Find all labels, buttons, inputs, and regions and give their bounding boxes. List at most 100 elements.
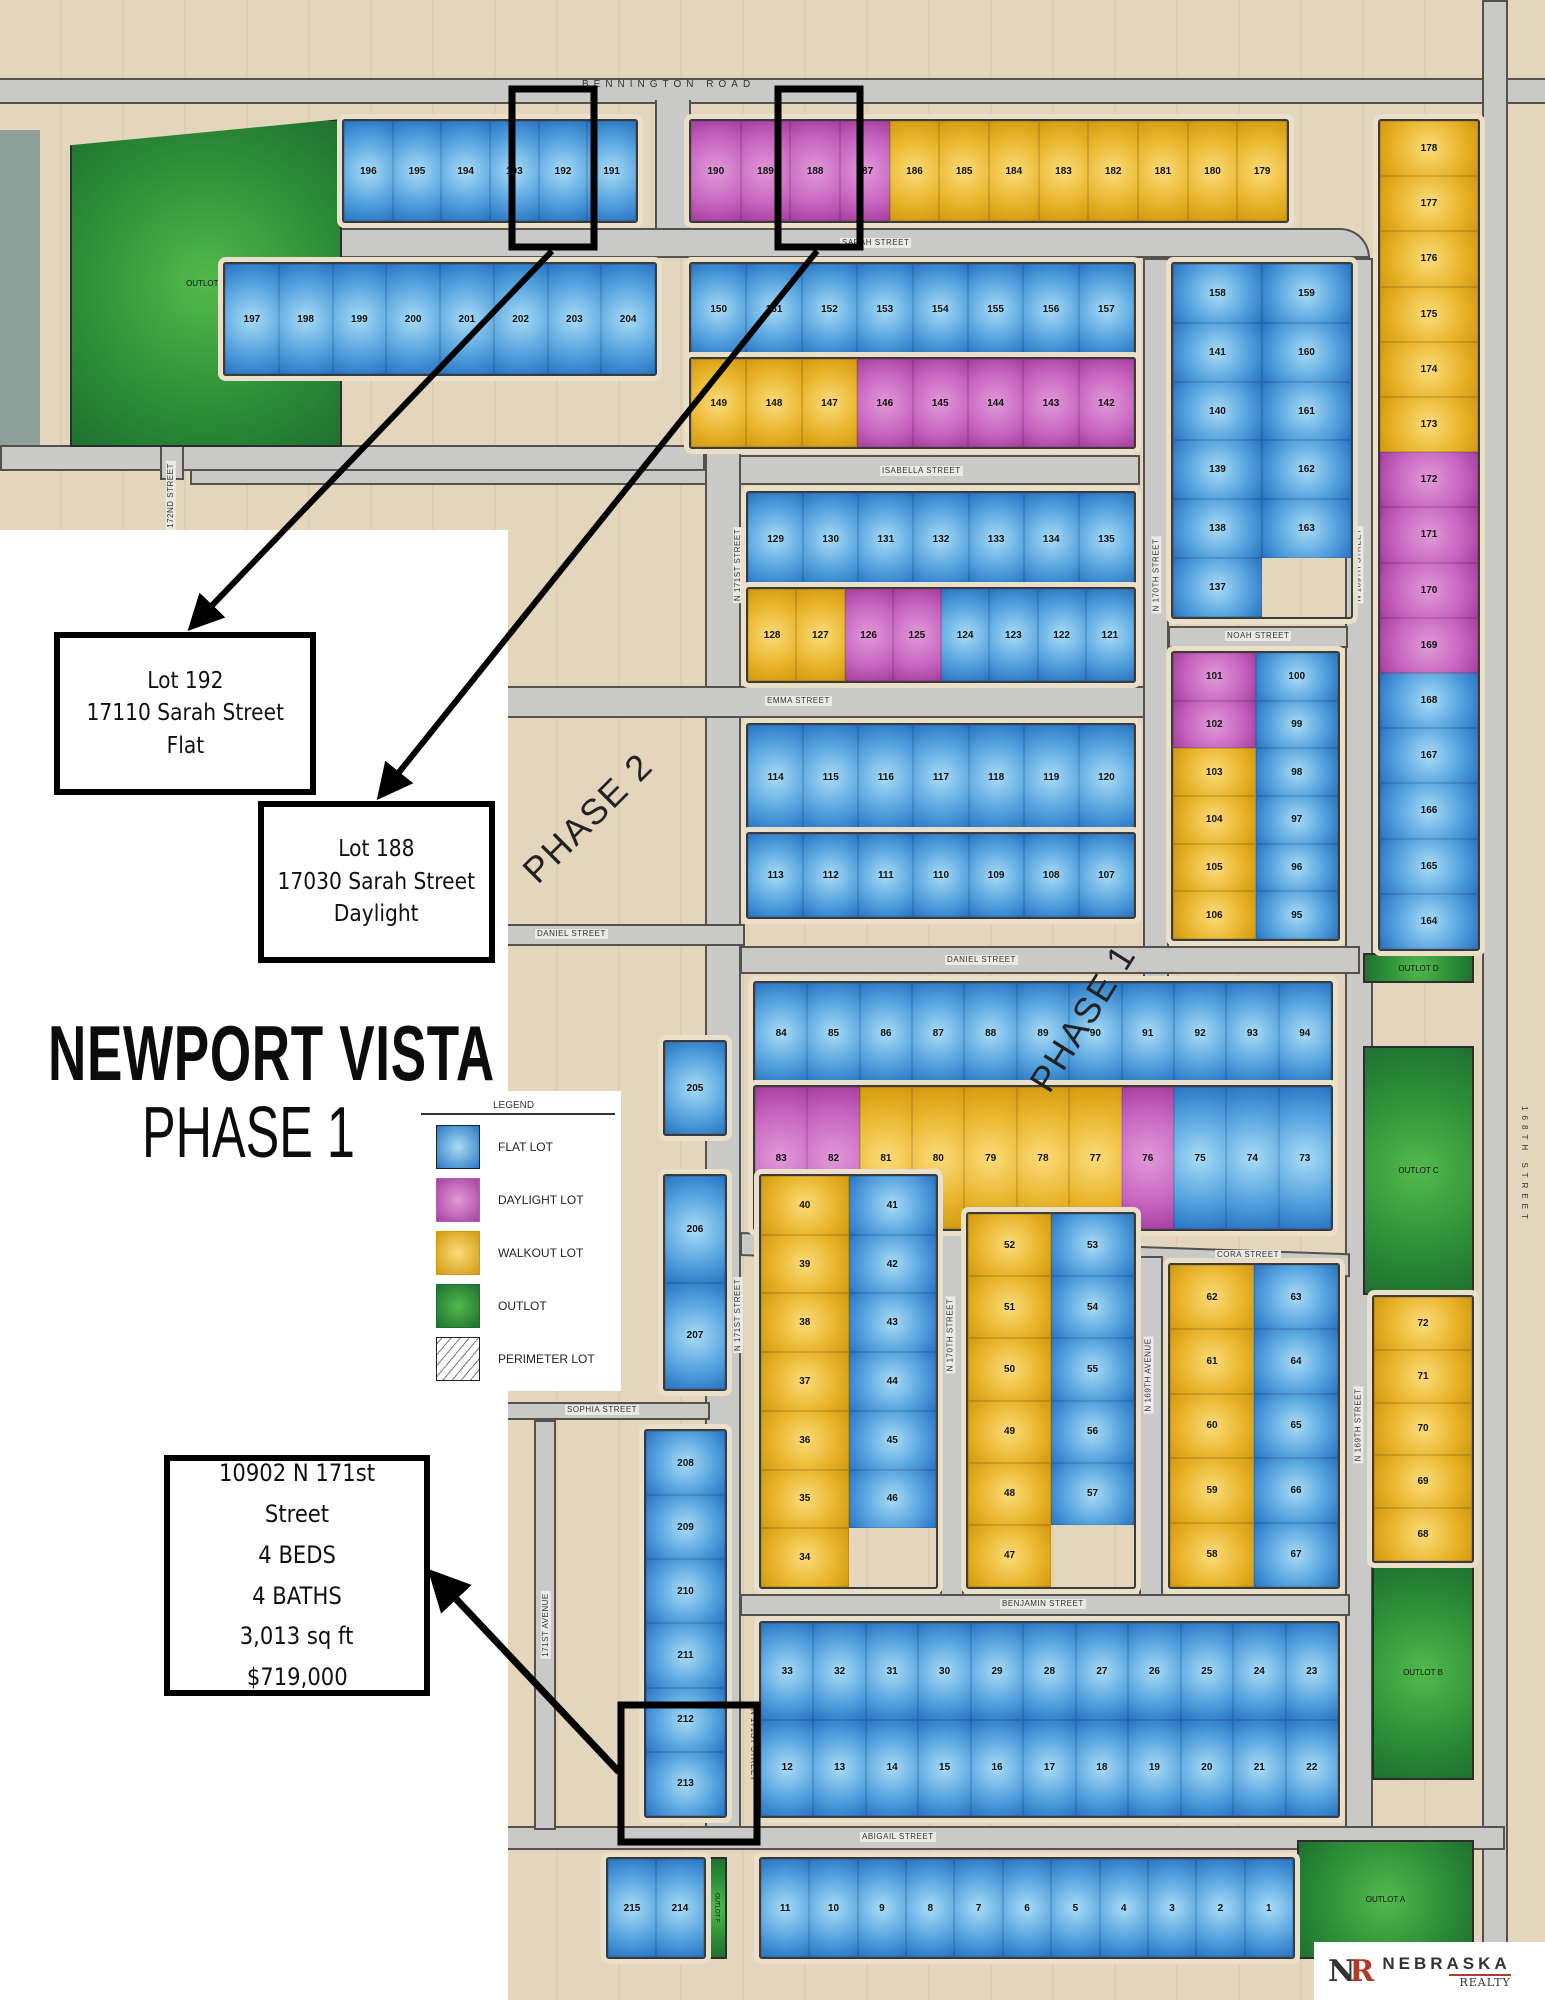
lot-172[interactable]: 172 [1380, 452, 1478, 508]
lot-204[interactable]: 204 [601, 264, 655, 374]
lot-143[interactable]: 143 [1023, 359, 1079, 447]
lot-65[interactable]: 65 [1254, 1393, 1338, 1459]
lot-74[interactable]: 74 [1226, 1087, 1279, 1229]
lot-8[interactable]: 8 [906, 1859, 955, 1957]
lot-49[interactable]: 49 [968, 1400, 1051, 1463]
outlot-f[interactable]: OUTLOT F [706, 1857, 727, 1959]
lot-177[interactable]: 177 [1380, 176, 1478, 232]
lot-33[interactable]: 33 [761, 1623, 814, 1720]
lot-55[interactable]: 55 [1051, 1338, 1134, 1401]
outlot-d[interactable]: OUTLOT D [1363, 953, 1474, 983]
lot-37[interactable]: 37 [761, 1352, 849, 1411]
lot-147[interactable]: 147 [801, 359, 858, 447]
lot-54[interactable]: 54 [1051, 1276, 1134, 1339]
lot-6[interactable]: 6 [1002, 1859, 1052, 1957]
lot-77[interactable]: 77 [1069, 1087, 1122, 1229]
lot-2[interactable]: 2 [1196, 1859, 1245, 1957]
lot-92[interactable]: 92 [1173, 983, 1227, 1083]
lot-162[interactable]: 162 [1262, 440, 1351, 500]
lot-50[interactable]: 50 [968, 1338, 1051, 1401]
lot-142[interactable]: 142 [1078, 359, 1134, 447]
lot-76[interactable]: 76 [1121, 1087, 1174, 1229]
outlot-b[interactable]: OUTLOT B [1372, 1565, 1474, 1780]
lot-94[interactable]: 94 [1278, 983, 1331, 1083]
lot-7[interactable]: 7 [954, 1859, 1003, 1957]
lot-13[interactable]: 13 [813, 1719, 866, 1816]
lot-174[interactable]: 174 [1380, 341, 1478, 397]
lot-43[interactable]: 43 [848, 1293, 936, 1353]
lot-144[interactable]: 144 [967, 359, 1024, 447]
lot-22[interactable]: 22 [1285, 1719, 1338, 1816]
lot-96[interactable]: 96 [1255, 843, 1338, 892]
lot-176[interactable]: 176 [1380, 231, 1478, 287]
lot-112[interactable]: 112 [803, 834, 859, 917]
lot-188[interactable]: 188 [790, 121, 840, 221]
lot-59[interactable]: 59 [1170, 1458, 1254, 1523]
lot-179[interactable]: 179 [1237, 121, 1287, 221]
lot-117[interactable]: 117 [913, 725, 969, 830]
lot-212[interactable]: 212 [646, 1687, 725, 1752]
lot-158[interactable]: 158 [1173, 264, 1262, 323]
lot-108[interactable]: 108 [1023, 834, 1079, 917]
lot-122[interactable]: 122 [1037, 589, 1086, 681]
lot-42[interactable]: 42 [848, 1234, 936, 1294]
lot-105[interactable]: 105 [1173, 843, 1256, 892]
lot-86[interactable]: 86 [859, 983, 913, 1083]
lot-150[interactable]: 150 [691, 264, 747, 355]
lot-213[interactable]: 213 [646, 1751, 725, 1816]
lot-190[interactable]: 190 [691, 121, 741, 221]
lot-124[interactable]: 124 [941, 589, 990, 681]
lot-56[interactable]: 56 [1051, 1400, 1134, 1463]
lot-89[interactable]: 89 [1016, 983, 1070, 1083]
lot-120[interactable]: 120 [1078, 725, 1134, 830]
lot-129[interactable]: 129 [748, 493, 804, 585]
lot-100[interactable]: 100 [1255, 653, 1338, 701]
lot-1[interactable]: 1 [1244, 1859, 1293, 1957]
lot-21[interactable]: 21 [1233, 1719, 1286, 1816]
lot-169[interactable]: 169 [1380, 617, 1478, 673]
lot-141[interactable]: 141 [1173, 322, 1262, 382]
lot-165[interactable]: 165 [1380, 838, 1478, 894]
lot-47[interactable]: 47 [968, 1524, 1051, 1587]
lot-61[interactable]: 61 [1170, 1329, 1254, 1394]
lot-148[interactable]: 148 [746, 359, 802, 447]
lot-104[interactable]: 104 [1173, 796, 1256, 844]
lot-58[interactable]: 58 [1170, 1522, 1254, 1587]
lot-90[interactable]: 90 [1069, 983, 1122, 1083]
lot-184[interactable]: 184 [989, 121, 1039, 221]
lot-163[interactable]: 163 [1262, 499, 1351, 559]
lot-197[interactable]: 197 [225, 264, 279, 374]
lot-28[interactable]: 28 [1023, 1623, 1076, 1720]
lot-189[interactable]: 189 [740, 121, 791, 221]
lot-152[interactable]: 152 [801, 264, 858, 355]
lot-103[interactable]: 103 [1173, 748, 1256, 796]
lot-113[interactable]: 113 [748, 834, 804, 917]
lot-156[interactable]: 156 [1023, 264, 1079, 355]
lot-48[interactable]: 48 [968, 1462, 1051, 1525]
lot-75[interactable]: 75 [1173, 1087, 1227, 1229]
lot-161[interactable]: 161 [1262, 381, 1351, 441]
lot-78[interactable]: 78 [1016, 1087, 1070, 1229]
lot-135[interactable]: 135 [1078, 493, 1134, 585]
lot-91[interactable]: 91 [1121, 983, 1174, 1083]
lot-116[interactable]: 116 [858, 725, 914, 830]
lot-31[interactable]: 31 [865, 1623, 919, 1720]
lot-118[interactable]: 118 [968, 725, 1024, 830]
lot-12[interactable]: 12 [761, 1719, 814, 1816]
lot-183[interactable]: 183 [1038, 121, 1089, 221]
lot-139[interactable]: 139 [1173, 440, 1262, 500]
lot-34[interactable]: 34 [761, 1528, 849, 1587]
lot-106[interactable]: 106 [1173, 891, 1256, 939]
lot-181[interactable]: 181 [1138, 121, 1188, 221]
lot-214[interactable]: 214 [656, 1859, 704, 1957]
lot-38[interactable]: 38 [761, 1293, 849, 1353]
lot-53[interactable]: 53 [1051, 1214, 1134, 1277]
lot-131[interactable]: 131 [858, 493, 914, 585]
lot-119[interactable]: 119 [1023, 725, 1079, 830]
lot-160[interactable]: 160 [1262, 322, 1351, 382]
lot-84[interactable]: 84 [755, 983, 808, 1083]
lot-164[interactable]: 164 [1380, 893, 1478, 949]
lot-111[interactable]: 111 [858, 834, 914, 917]
lot-35[interactable]: 35 [761, 1469, 849, 1529]
lot-95[interactable]: 95 [1255, 891, 1338, 939]
